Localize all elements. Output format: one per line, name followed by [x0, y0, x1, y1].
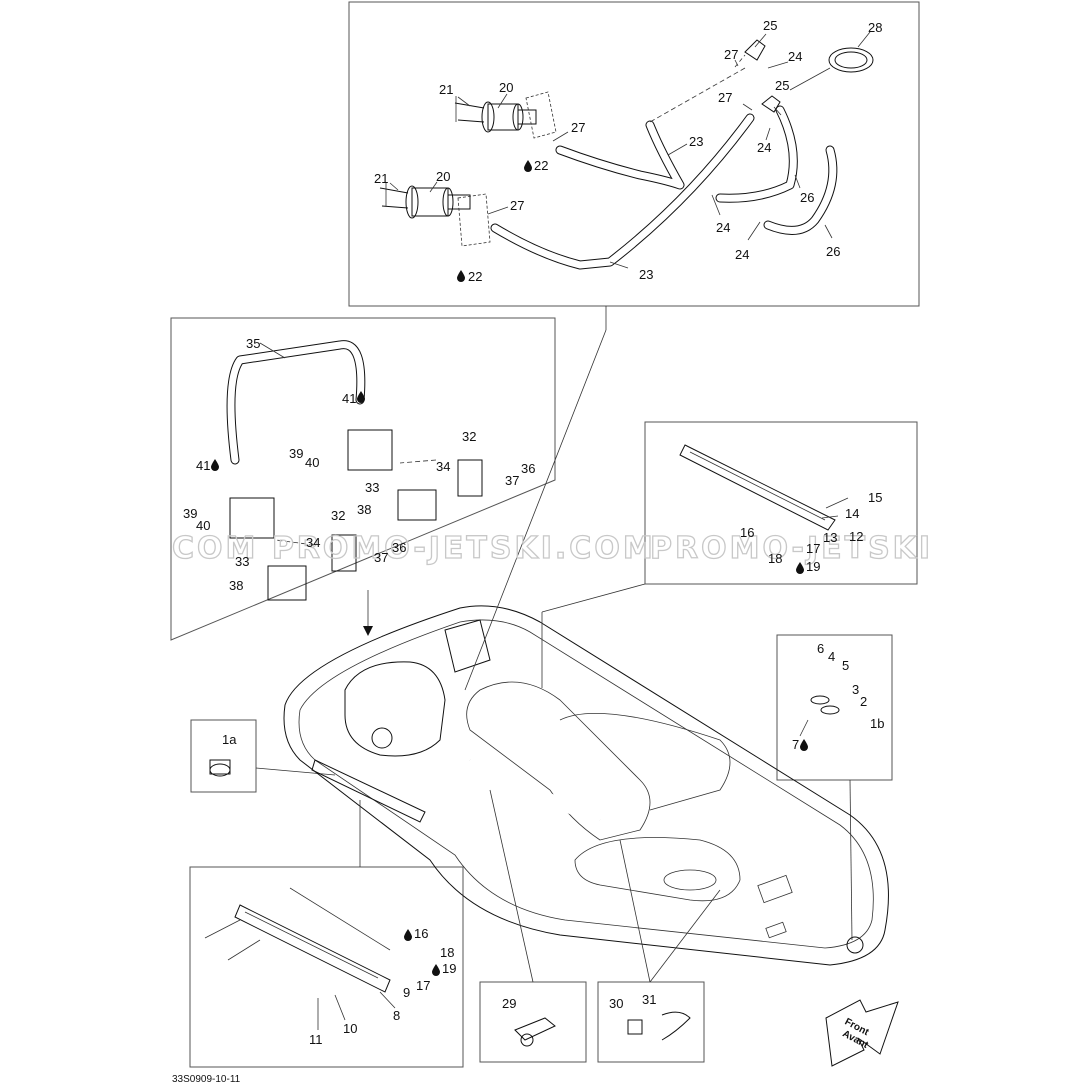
callout-38b: 38: [229, 578, 243, 593]
panel-part-29: [479, 981, 587, 1063]
callout-18b: 18: [440, 945, 454, 960]
callout-13: 13: [823, 530, 837, 545]
callout-17: 17: [806, 541, 820, 556]
callout-36: 36: [521, 461, 535, 476]
callout-40: 40: [305, 455, 319, 470]
callout-2: 2: [860, 694, 867, 709]
panel-bilge-pumps: [348, 1, 920, 307]
callout-10: 10: [343, 1021, 357, 1036]
callout-41: 41: [342, 391, 356, 406]
callout-37: 37: [505, 473, 519, 488]
callout-30: 30: [609, 996, 623, 1011]
panel-part-1b: [776, 634, 893, 941]
callout-6: 6: [817, 641, 824, 656]
drawing-code: 33S0909-10-11: [172, 1074, 241, 1085]
callout-labels: 1a 1b 2 3 4 5 6 7 8 9 10 11 12 13 14 15 …: [183, 18, 884, 1047]
callout-26b: 26: [826, 244, 840, 259]
callout-40b: 40: [196, 518, 210, 533]
callout-16: 16: [740, 525, 754, 540]
callout-19: 19: [806, 559, 820, 574]
callout-33: 33: [365, 480, 379, 495]
callout-25b: 25: [775, 78, 789, 93]
callout-26: 26: [800, 190, 814, 205]
callout-34: 34: [436, 459, 450, 474]
callout-24c: 24: [716, 220, 730, 235]
callout-22: 22: [534, 158, 548, 173]
watermark-left: COM PROMO-JETSKI.COM: [172, 531, 656, 566]
hull: [283, 605, 889, 966]
callout-17b: 17: [416, 978, 430, 993]
callout-15: 15: [868, 490, 882, 505]
callout-20b: 20: [436, 169, 450, 184]
panel-exhaust: [170, 317, 556, 641]
callout-7: 7: [792, 737, 799, 752]
callout-38: 38: [357, 502, 371, 517]
callout-28: 28: [868, 20, 882, 35]
callout-24b: 24: [757, 140, 771, 155]
callout-21b: 21: [374, 171, 388, 186]
callout-3: 3: [852, 682, 859, 697]
callout-24d: 24: [735, 247, 749, 262]
callout-39b: 39: [183, 506, 197, 521]
callout-22b: 22: [468, 269, 482, 284]
callout-12: 12: [849, 529, 863, 544]
callout-18: 18: [768, 551, 782, 566]
panel-sponson-right: [644, 421, 918, 585]
callout-31: 31: [642, 992, 656, 1007]
hose-23: [490, 113, 755, 270]
callout-19b: 19: [442, 961, 456, 976]
callout-27d: 27: [510, 198, 524, 213]
callout-5: 5: [842, 658, 849, 673]
callout-24: 24: [788, 49, 802, 64]
callout-21: 21: [439, 82, 453, 97]
callout-36b: 36: [392, 540, 406, 555]
callout-27: 27: [724, 47, 738, 62]
hose-26: [715, 105, 838, 235]
callout-14: 14: [845, 506, 859, 521]
callout-20: 20: [499, 80, 513, 95]
callout-23: 23: [689, 134, 703, 149]
callout-39: 39: [289, 446, 303, 461]
callout-11: 11: [309, 1032, 323, 1047]
callout-34b: 34: [306, 535, 320, 550]
callout-4: 4: [828, 649, 835, 664]
leader-lines: [359, 306, 721, 983]
panel-sponson-left: [189, 866, 464, 1068]
callout-23b: 23: [639, 267, 653, 282]
callout-27b: 27: [718, 90, 732, 105]
callout-1a: 1a: [222, 732, 237, 747]
callout-29: 29: [502, 996, 516, 1011]
bilge-pump-upper: [454, 91, 557, 139]
callout-33b: 33: [235, 554, 249, 569]
front-arrow: Front Avant: [825, 999, 899, 1067]
callout-16b: 16: [414, 926, 428, 941]
exhaust-tube: [226, 340, 366, 465]
bilge-pump-lower: [379, 182, 491, 247]
callout-32b: 32: [331, 508, 345, 523]
callout-32: 32: [462, 429, 476, 444]
panel-part-30-31: [597, 981, 705, 1063]
watermark-right: PROMO-JETSKI: [650, 531, 933, 566]
callout-1b: 1b: [870, 716, 884, 731]
callout-25: 25: [763, 18, 777, 33]
oil-drop-icon: [211, 160, 808, 976]
callout-37b: 37: [374, 550, 388, 565]
callout-41b: 41: [196, 458, 210, 473]
callout-8: 8: [393, 1008, 400, 1023]
callout-27c: 27: [571, 120, 585, 135]
callout-35: 35: [246, 336, 260, 351]
panel-part-1a: [190, 719, 336, 793]
callout-9: 9: [403, 985, 410, 1000]
